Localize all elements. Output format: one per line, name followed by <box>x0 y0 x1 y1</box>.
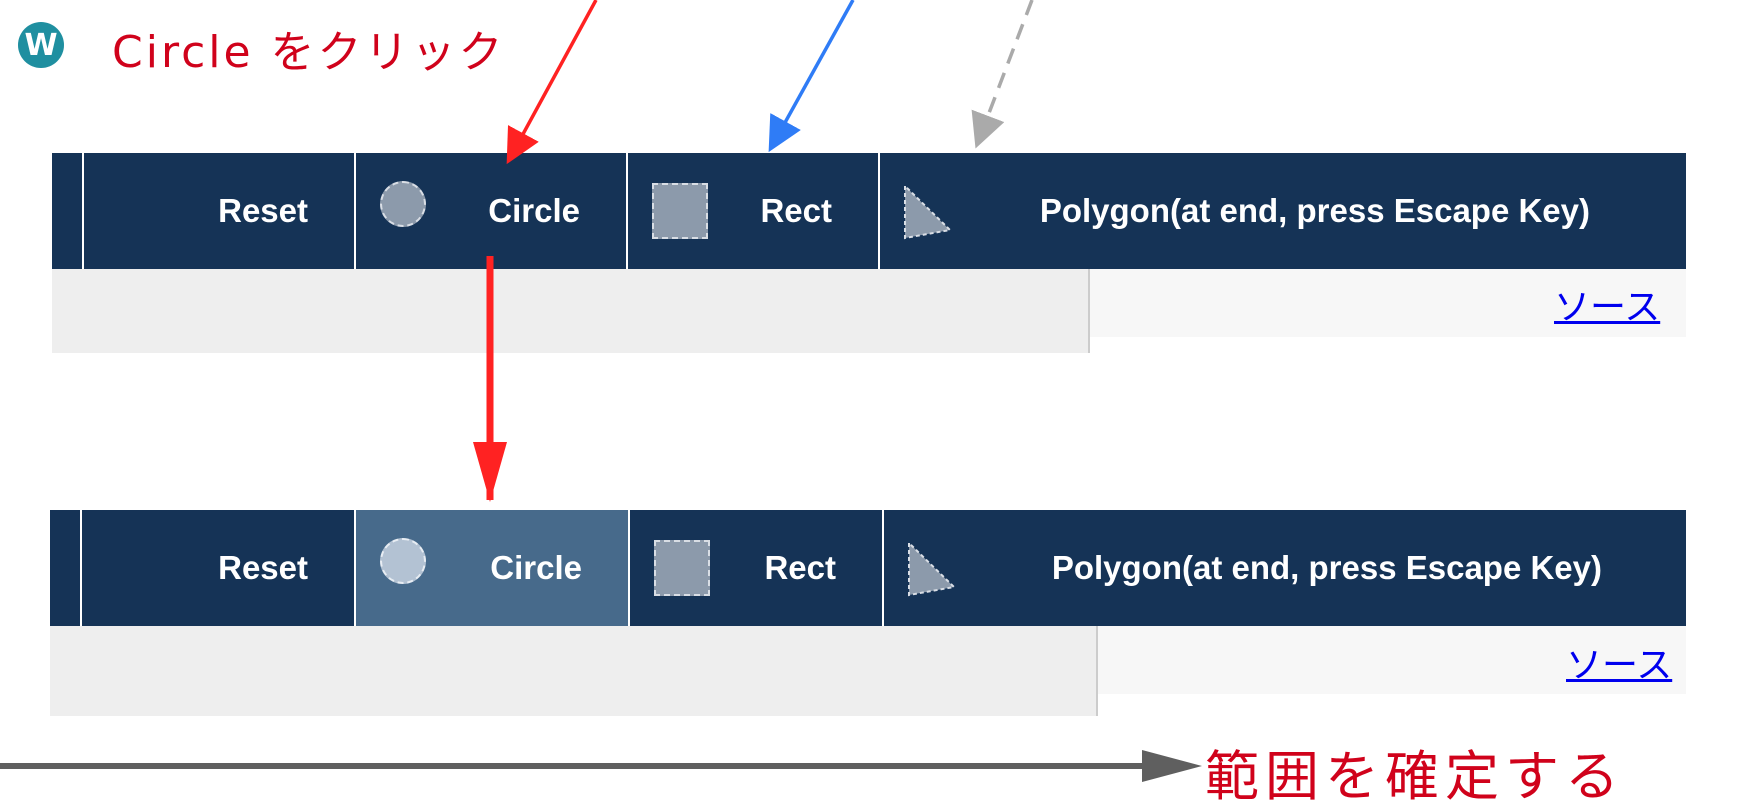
reset-button[interactable]: Reset <box>82 510 356 626</box>
caption-confirm-range: 範囲を確定する <box>1205 745 1625 808</box>
gray-arrow-head <box>1142 750 1202 782</box>
rect-button-label: Rect <box>764 549 836 586</box>
red-arrow-to-circle <box>506 0 598 165</box>
source-link-before[interactable]: ソース <box>1554 287 1661 328</box>
source-bar-after <box>1098 626 1686 694</box>
rect-button-label: Rect <box>760 192 832 229</box>
source-bar-before <box>1090 269 1686 337</box>
circle-shape-icon <box>380 181 426 227</box>
toolbar-after: Reset Circle Rect Polygon(at end, press … <box>50 510 1686 626</box>
red-arrow-down-head <box>473 442 507 502</box>
circle-button-active[interactable]: Circle <box>356 510 630 626</box>
canvas-area-before <box>52 269 1090 353</box>
polygon-button[interactable]: Polygon(at end, press Escape Key) <box>884 510 1686 626</box>
rect-button[interactable]: Rect <box>630 510 884 626</box>
polygon-shape-icon <box>908 540 956 597</box>
circle-button-label: Circle <box>488 192 580 229</box>
rect-shape-icon <box>654 540 710 596</box>
rect-shape-icon <box>652 183 708 239</box>
circle-shape-icon <box>380 538 426 584</box>
gray-dashed-arrow-to-polygon <box>971 0 1034 149</box>
logo-badge: W <box>18 22 64 68</box>
polygon-button-label: Polygon(at end, press Escape Key) <box>1051 549 1602 586</box>
reset-button-label: Reset <box>218 549 308 586</box>
toolbar-edge <box>50 510 82 626</box>
polygon-shape-icon <box>904 183 952 240</box>
rect-button[interactable]: Rect <box>628 153 880 269</box>
circle-button[interactable]: Circle <box>356 153 628 269</box>
reset-button-label: Reset <box>218 192 308 229</box>
circle-button-label: Circle <box>490 549 582 586</box>
blue-arrow-to-rect <box>768 0 855 153</box>
canvas-area-after <box>50 626 1098 716</box>
toolbar-before: Reset Circle Rect Polygon(at end, press … <box>52 153 1686 269</box>
source-link-after[interactable]: ソース <box>1566 645 1673 686</box>
polygon-button[interactable]: Polygon(at end, press Escape Key) <box>880 153 1686 269</box>
toolbar-edge <box>52 153 84 269</box>
caption-click-circle: Circle をクリック <box>112 27 506 78</box>
polygon-button-label: Polygon(at end, press Escape Key) <box>1039 192 1590 229</box>
reset-button[interactable]: Reset <box>84 153 356 269</box>
